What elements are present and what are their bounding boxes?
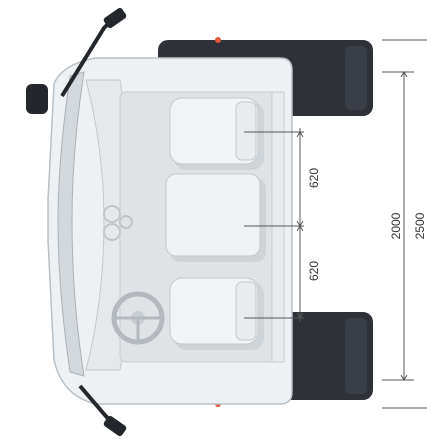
- seat-middle: [165, 173, 261, 257]
- rear-wall: [271, 91, 285, 363]
- seat-spacing-lower-label: 620: [307, 261, 321, 281]
- windshield-band: [57, 71, 85, 377]
- console-dial: [119, 215, 133, 229]
- marker-light-top: [215, 37, 221, 43]
- mirrors: [26, 7, 127, 437]
- seat-spacing-upper-label: 620: [307, 168, 321, 188]
- console-dial: [103, 223, 121, 241]
- seat-bottom-back: [235, 281, 257, 341]
- mirror-head-top: [103, 7, 127, 29]
- arrow-head: [296, 312, 304, 319]
- console-detail: [103, 205, 133, 241]
- steering-wheel: [111, 291, 165, 345]
- tire-top-shade: [345, 46, 367, 110]
- dimension-lines: [244, 39, 427, 409]
- seats: [165, 97, 266, 350]
- seat-top-back: [235, 101, 257, 161]
- arrow-head: [400, 374, 408, 381]
- interior-width-label: 2000: [389, 212, 403, 239]
- mirror-head-bottom: [103, 415, 127, 437]
- mirror-housing-left: [26, 84, 48, 114]
- console-dial: [103, 205, 121, 223]
- arrow-head: [296, 225, 304, 232]
- arrow-head: [296, 131, 304, 138]
- overall-width-label: 2500: [413, 212, 427, 239]
- tire-bottom-shade: [345, 318, 367, 394]
- arrow-head: [400, 71, 408, 78]
